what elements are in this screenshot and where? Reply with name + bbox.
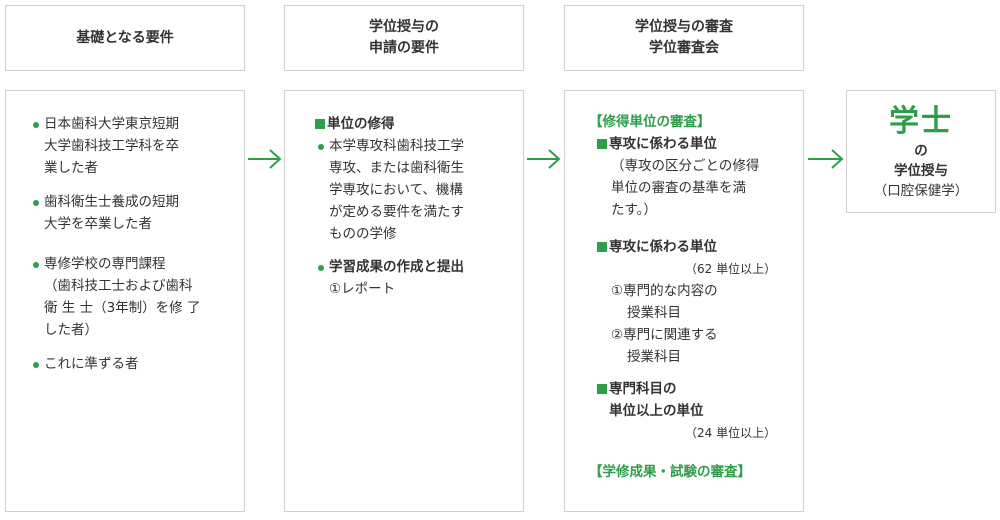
header-degree-review: 学位授与の審査 学位審査会 bbox=[564, 5, 804, 71]
header-line: 学位審査会 bbox=[649, 40, 719, 56]
list-item: 専修学校の専門課程 （歯科技工士および歯科 衛 生 士（3年制）を修 了 した者… bbox=[44, 256, 201, 338]
result-line: （口腔保健学） bbox=[873, 183, 969, 199]
header-line: 申請の要件 bbox=[369, 40, 439, 56]
section-heading: 【学修成果・試験の審査】 bbox=[589, 464, 751, 480]
bullet-icon bbox=[33, 122, 39, 128]
square-bullet-icon bbox=[597, 242, 607, 252]
bullet-icon bbox=[318, 265, 324, 271]
section-title: 専門科目の 単位以上の単位 bbox=[609, 381, 704, 419]
square-bullet-icon bbox=[597, 384, 607, 394]
bullet-icon bbox=[33, 262, 39, 268]
section-title: 専攻に係わる単位 bbox=[609, 239, 717, 255]
bullet-icon bbox=[33, 200, 39, 206]
square-bullet-icon bbox=[315, 119, 325, 129]
degree-review-box: 【修得単位の審査】 専攻に係わる単位 （専攻の区分ごとの修得 単位の審査の基準を… bbox=[564, 90, 804, 512]
header-basic-requirements: 基礎となる要件 bbox=[5, 5, 245, 71]
result-line: の bbox=[914, 143, 928, 159]
list-item-sub: ①レポート bbox=[329, 281, 396, 297]
credit-note: （24 単位以上） bbox=[685, 426, 777, 440]
list-item: これに準ずる者 bbox=[44, 356, 139, 372]
section-title: 単位の修得 bbox=[327, 116, 395, 132]
header-line: 学位授与の審査 bbox=[635, 19, 733, 35]
arrow-right-icon bbox=[248, 149, 282, 169]
credit-note: （62 単位以上） bbox=[685, 262, 777, 276]
application-requirements-box: 単位の修得 本学専攻科歯科技工学 専攻、または歯科衛生 学専攻において、機構 が… bbox=[284, 90, 524, 512]
list-item-title: 学習成果の作成と提出 bbox=[329, 259, 464, 275]
square-bullet-icon bbox=[597, 139, 607, 149]
arrow-right-icon bbox=[527, 149, 561, 169]
section-title: 専攻に係わる単位 bbox=[609, 136, 717, 152]
header-application-requirements: 学位授与の 申請の要件 bbox=[284, 5, 524, 71]
result-line: 学位授与 bbox=[894, 163, 948, 179]
section-heading: 【修得単位の審査】 bbox=[589, 114, 711, 130]
bullet-icon bbox=[318, 144, 324, 150]
header-line: 基礎となる要件 bbox=[76, 29, 174, 46]
list-item: ②専門に関連する 授業科目 bbox=[611, 327, 718, 365]
basic-requirements-box: 日本歯科大学東京短期 大学歯科技工学科を卒 業した者 歯科衛生士養成の短期 大学… bbox=[5, 90, 245, 512]
header-line: 学位授与の bbox=[369, 19, 439, 35]
degree-title: 学士 bbox=[889, 104, 953, 139]
section-text: （専攻の区分ごとの修得 単位の審査の基準を満 たす。） bbox=[611, 158, 760, 218]
list-item: 歯科衛生士養成の短期 大学を卒業した者 bbox=[44, 194, 179, 232]
list-item: 本学専攻科歯科技工学 専攻、または歯科衛生 学専攻において、機構 が定める要件を… bbox=[329, 138, 464, 242]
result-box: 学士 の 学位授与 （口腔保健学） bbox=[846, 90, 996, 213]
bullet-icon bbox=[33, 362, 39, 368]
list-item: 日本歯科大学東京短期 大学歯科技工学科を卒 業した者 bbox=[44, 116, 179, 176]
list-item: ①専門的な内容の 授業科目 bbox=[611, 283, 718, 321]
arrow-right-icon bbox=[808, 149, 844, 169]
